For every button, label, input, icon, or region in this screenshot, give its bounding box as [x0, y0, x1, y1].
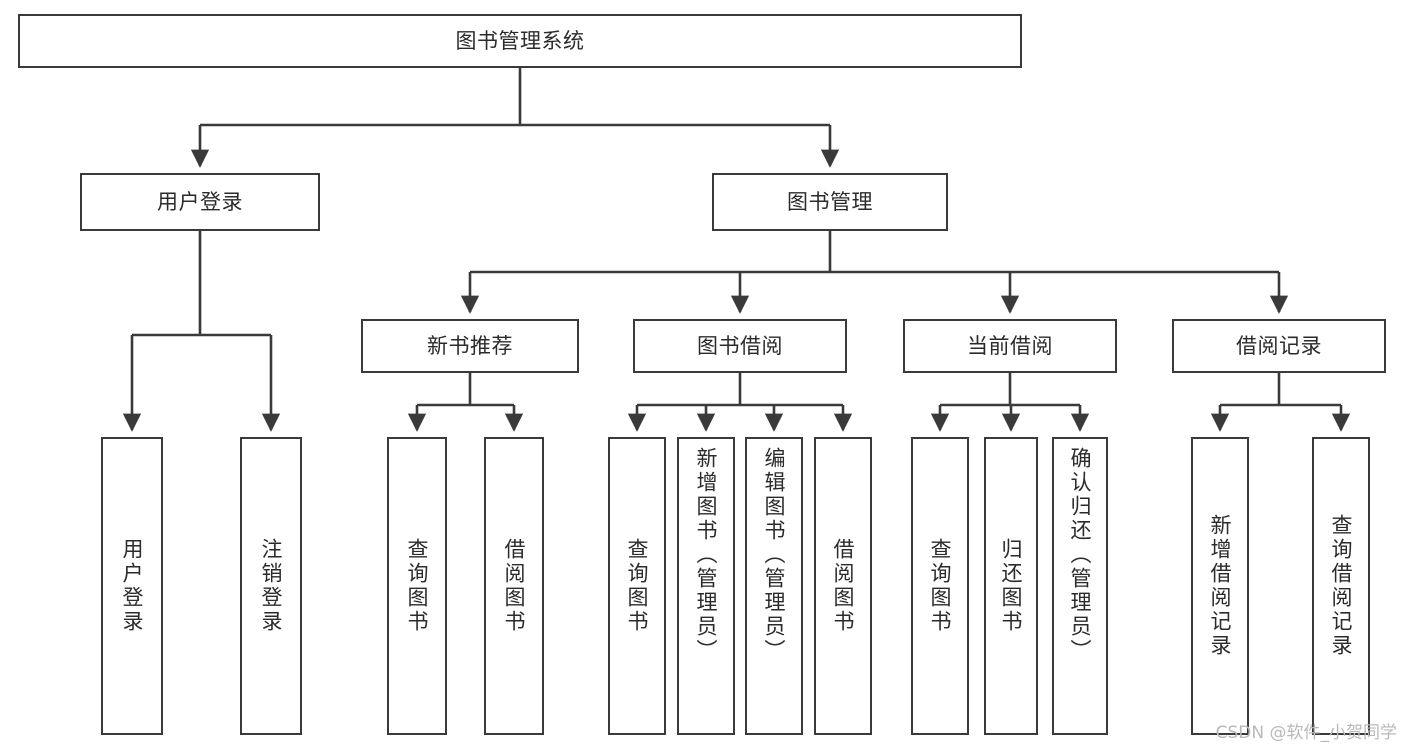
node-leaf-9[interactable]: 查询图书	[911, 437, 969, 735]
node-level2-1[interactable]: 新书推荐	[361, 319, 579, 373]
node-leaf-1-label: 用户登录	[120, 538, 145, 634]
node-leaf-8[interactable]: 借阅图书	[814, 437, 872, 735]
node-leaf-5-label: 查询图书	[625, 538, 650, 634]
node-root-system[interactable]: 图书管理系统	[18, 14, 1022, 68]
node-leaf-10-label: 归还图书	[999, 538, 1024, 634]
node-leaf-13-label: 查询借阅记录	[1329, 514, 1354, 658]
node-leaf-4[interactable]: 借阅图书	[484, 437, 544, 735]
node-leaf-7[interactable]: 编辑图书（管理员）	[745, 437, 803, 735]
node-level1-1-label: 用户登录	[157, 189, 243, 214]
node-leaf-6[interactable]: 新增图书（管理员）	[677, 437, 735, 735]
node-level1-2-label: 图书管理	[787, 189, 873, 214]
node-leaf-1[interactable]: 用户登录	[101, 437, 163, 735]
node-leaf-12[interactable]: 新增借阅记录	[1191, 437, 1249, 735]
node-leaf-6-label: 新增图书（管理员）	[694, 447, 719, 663]
node-leaf-2-label: 注销登录	[259, 538, 284, 634]
node-leaf-11[interactable]: 确认归还（管理员）	[1052, 437, 1108, 735]
node-leaf-10[interactable]: 归还图书	[984, 437, 1038, 735]
node-leaf-12-label: 新增借阅记录	[1208, 514, 1233, 658]
node-level1-1[interactable]: 用户登录	[80, 173, 320, 231]
node-leaf-8-label: 借阅图书	[831, 538, 856, 634]
node-leaf-5[interactable]: 查询图书	[608, 437, 666, 735]
node-leaf-3[interactable]: 查询图书	[387, 437, 447, 735]
node-leaf-11-label: 确认归还（管理员）	[1068, 447, 1093, 663]
node-leaf-7-label: 编辑图书（管理员）	[762, 447, 787, 663]
node-leaf-4-label: 借阅图书	[502, 538, 527, 634]
node-level1-2[interactable]: 图书管理	[712, 173, 948, 231]
node-level2-4[interactable]: 借阅记录	[1172, 319, 1386, 373]
node-leaf-9-label: 查询图书	[928, 538, 953, 634]
node-level2-3[interactable]: 当前借阅	[903, 319, 1117, 373]
node-root-label: 图书管理系统	[455, 28, 585, 53]
node-leaf-13[interactable]: 查询借阅记录	[1312, 437, 1370, 735]
node-level2-3-label: 当前借阅	[967, 333, 1053, 358]
node-level2-2[interactable]: 图书借阅	[633, 319, 847, 373]
node-level2-1-label: 新书推荐	[427, 333, 513, 358]
node-level2-4-label: 借阅记录	[1236, 333, 1322, 358]
watermark-text: CSDN @软件_小贺同学	[1215, 723, 1397, 743]
node-leaf-2[interactable]: 注销登录	[240, 437, 302, 735]
node-level2-2-label: 图书借阅	[697, 333, 783, 358]
node-leaf-3-label: 查询图书	[405, 538, 430, 634]
